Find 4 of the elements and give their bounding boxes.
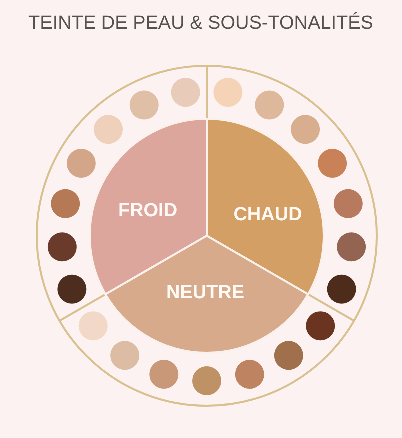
slice-label: CHAUD: [234, 206, 302, 224]
slice-label: FROID: [118, 202, 178, 220]
slice-label: NEUTRE: [166, 284, 245, 302]
title: TEINTE DE PEAU & SOUS-TONALITÉS: [28, 13, 374, 35]
